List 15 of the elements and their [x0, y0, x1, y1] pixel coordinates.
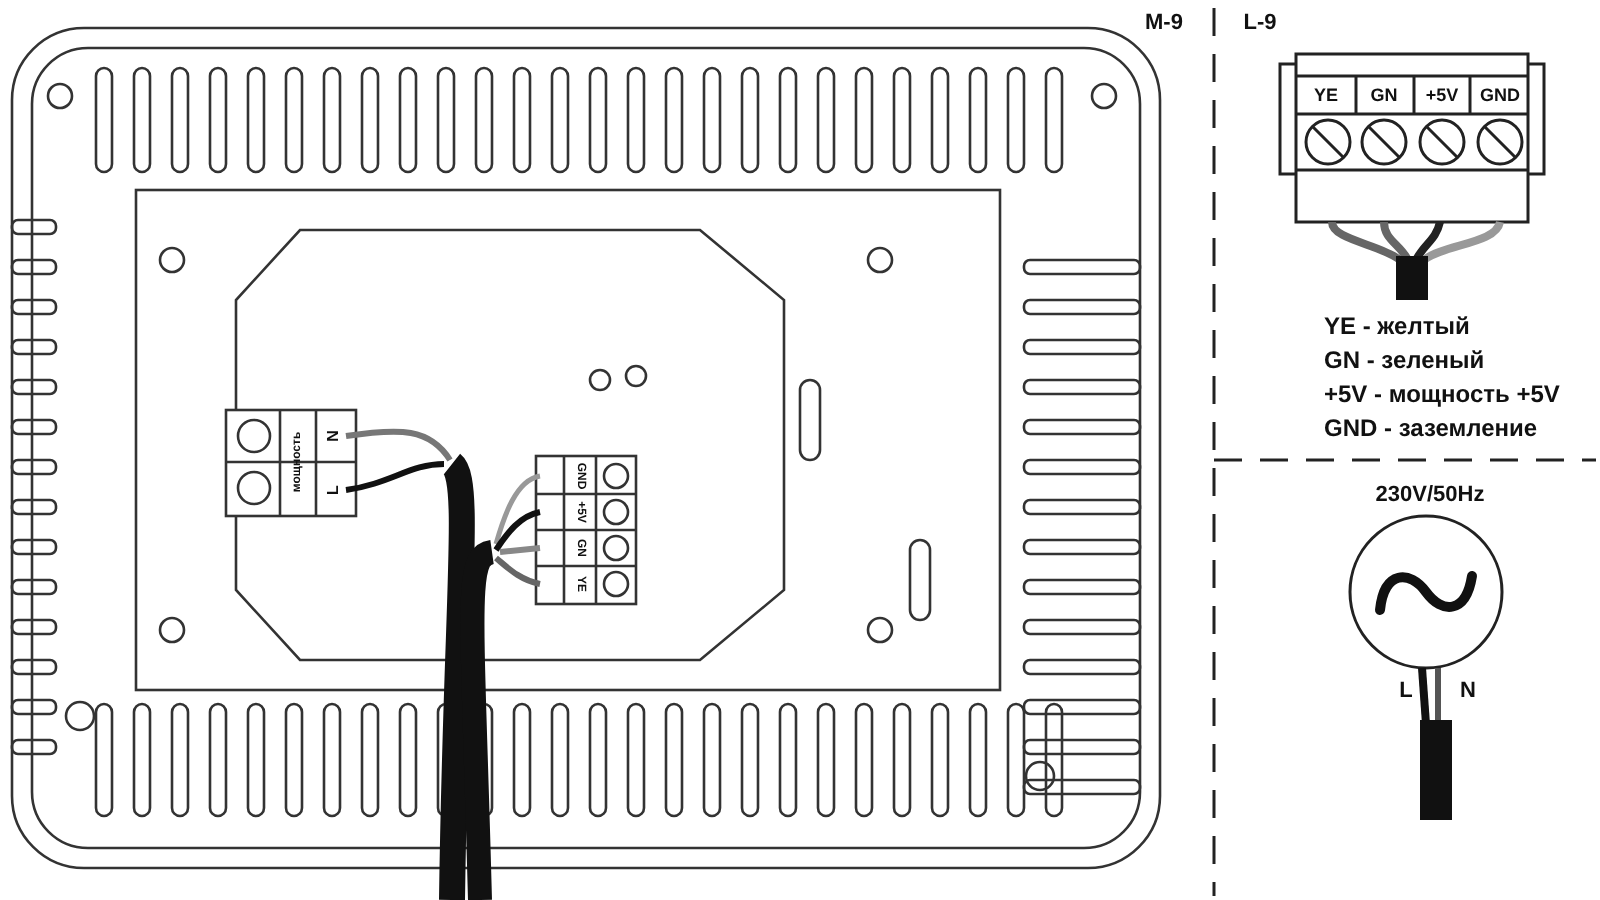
wire-label: L [1399, 681, 1413, 703]
terminal-label: L [326, 485, 342, 495]
voltage-label: 230V/50Hz [1375, 485, 1485, 507]
terminal-label: GND [1480, 87, 1520, 105]
wire-legend-text: GN - зеленый [1324, 348, 1485, 372]
terminal-label: YE [1314, 87, 1338, 105]
terminal-label: N [326, 430, 342, 442]
wire-legend-text: GND - заземление [1324, 416, 1538, 440]
section-label: L-9 [1243, 13, 1277, 35]
wire-legend-text: YE - желтый [1324, 314, 1470, 338]
terminal-label: +5V [1425, 87, 1459, 105]
section-label: M-9 [1145, 13, 1183, 35]
wire-legend-text: +5V - мощность +5V [1324, 382, 1560, 406]
wire-label: N [1460, 681, 1476, 703]
terminal-label: GN [1370, 87, 1398, 105]
